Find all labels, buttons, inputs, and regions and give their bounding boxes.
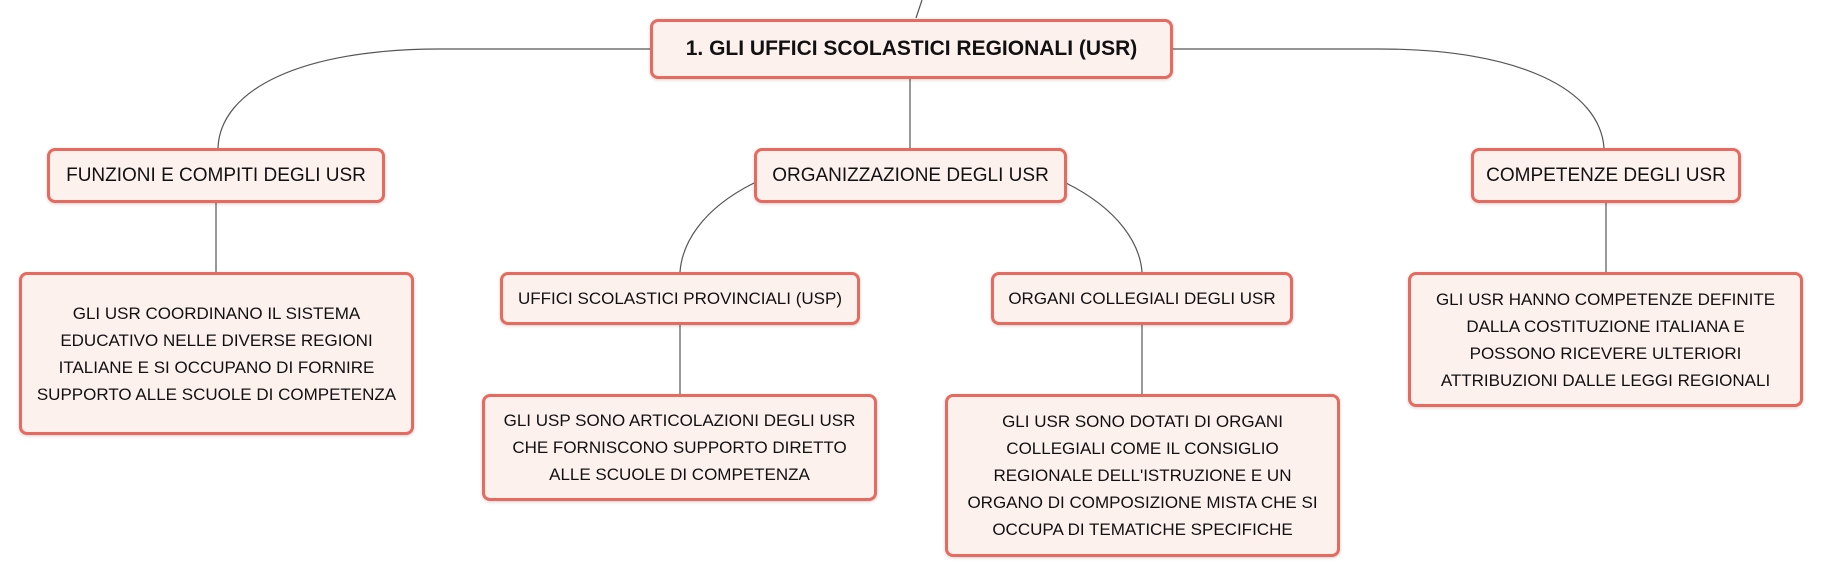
- topic-competenze[interactable]: COMPETENZE DEGLI USR: [1471, 148, 1741, 203]
- connector-root-funzioni: [217, 48, 650, 149]
- detail-funzioni-text: GLI USR COORDINANO IL SISTEMA EDUCATIVO …: [36, 303, 397, 404]
- subtopic-organi-label: ORGANI COLLEGIALI DEGLI USR: [1008, 288, 1276, 308]
- connector-root-top: [915, 0, 923, 19]
- root-topic[interactable]: 1. GLI UFFICI SCOLASTICI REGIONALI (USR): [650, 19, 1173, 79]
- subtopic-usp[interactable]: UFFICI SCOLASTICI PROVINCIALI (USP): [500, 272, 860, 325]
- subtopic-usp-label: UFFICI SCOLASTICI PROVINCIALI (USP): [518, 288, 842, 308]
- connector-root-competenze: [1173, 48, 1605, 149]
- detail-competenze-text: GLI USR HANNO COMPETENZE DEFINITE DALLA …: [1435, 289, 1776, 390]
- detail-organi[interactable]: GLI USR SONO DOTATI DI ORGANI COLLEGIALI…: [945, 394, 1340, 557]
- connector-organizzazione-usp: [679, 182, 755, 273]
- detail-usp-text: GLI USP SONO ARTICOLAZIONI DEGLI USR CHE…: [503, 411, 856, 484]
- detail-organi-text: GLI USR SONO DOTATI DI ORGANI COLLEGIALI…: [967, 412, 1318, 539]
- detail-usp[interactable]: GLI USP SONO ARTICOLAZIONI DEGLI USR CHE…: [482, 394, 877, 501]
- topic-organizzazione[interactable]: ORGANIZZAZIONE DEGLI USR: [754, 148, 1067, 203]
- connector-organizzazione-organi: [1065, 182, 1143, 273]
- topic-funzioni-label: FUNZIONI E COMPITI DEGLI USR: [66, 164, 366, 186]
- root-topic-label: 1. GLI UFFICI SCOLASTICI REGIONALI (USR): [685, 37, 1138, 60]
- topic-competenze-label: COMPETENZE DEGLI USR: [1486, 164, 1726, 186]
- detail-competenze[interactable]: GLI USR HANNO COMPETENZE DEFINITE DALLA …: [1408, 272, 1803, 407]
- topic-organizzazione-label: ORGANIZZAZIONE DEGLI USR: [772, 164, 1049, 186]
- subtopic-organi[interactable]: ORGANI COLLEGIALI DEGLI USR: [991, 272, 1293, 325]
- detail-funzioni[interactable]: GLI USR COORDINANO IL SISTEMA EDUCATIVO …: [19, 272, 414, 435]
- topic-funzioni[interactable]: FUNZIONI E COMPITI DEGLI USR: [47, 148, 385, 203]
